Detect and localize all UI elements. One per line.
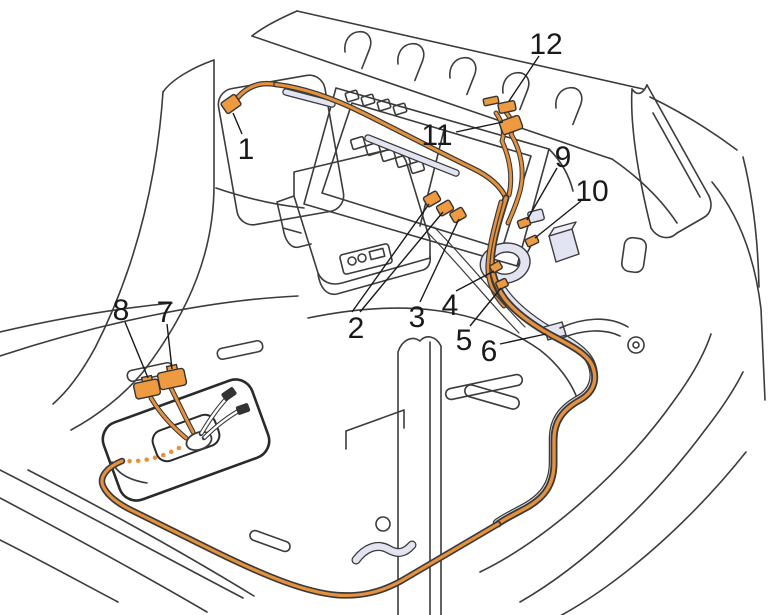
clip-5 <box>495 277 509 291</box>
callout-3-leader <box>419 218 460 303</box>
cage-clip-holes <box>344 89 426 175</box>
callout-3-label: 3 <box>409 301 426 334</box>
callout-5-label: 5 <box>456 324 473 357</box>
callout-12-leader <box>508 55 540 102</box>
callout-10-label: 10 <box>575 175 608 208</box>
callout-11-label: 11 <box>421 119 452 152</box>
callout-4-leader <box>455 270 495 292</box>
connector-layer <box>132 93 645 415</box>
connector-8 <box>132 378 162 400</box>
callout-2-leader <box>351 203 430 313</box>
connector-1 <box>220 93 242 115</box>
callout-10-leader <box>534 200 582 239</box>
body-linework <box>0 10 766 615</box>
ground-strap <box>559 318 645 354</box>
callout-1-leader <box>232 112 243 135</box>
callout-7-leader <box>166 323 173 370</box>
callout-6-leader <box>499 333 547 345</box>
callout-8-label: 8 <box>113 294 130 327</box>
callout-6-label: 6 <box>481 335 498 368</box>
connector-3 <box>449 206 467 224</box>
callout-1-label: 1 <box>238 133 255 166</box>
connector-dark-b <box>235 403 251 415</box>
callout-9-leader <box>526 167 558 221</box>
callout-5-leader <box>469 287 502 327</box>
callout-9-label: 9 <box>555 141 572 174</box>
connector-2a <box>422 190 442 208</box>
connector-dark-a <box>221 387 237 401</box>
clip-12-stub <box>482 95 500 107</box>
callout-4-label: 4 <box>442 289 459 322</box>
clip-4 <box>489 260 503 274</box>
callout-12-label: 12 <box>529 28 562 61</box>
connector-7 <box>156 367 188 391</box>
callout-7-label: 7 <box>157 296 174 329</box>
callout-2-label: 2 <box>348 312 365 345</box>
hidden-harness-dotted <box>124 445 182 464</box>
connector-11 <box>498 114 524 136</box>
callout-8-leader <box>124 321 149 379</box>
clip-12 <box>497 100 517 114</box>
clip-9 <box>516 216 532 230</box>
connector-2b <box>435 199 455 217</box>
callout-2-leader <box>359 211 444 313</box>
callout-11-leader <box>455 121 504 133</box>
